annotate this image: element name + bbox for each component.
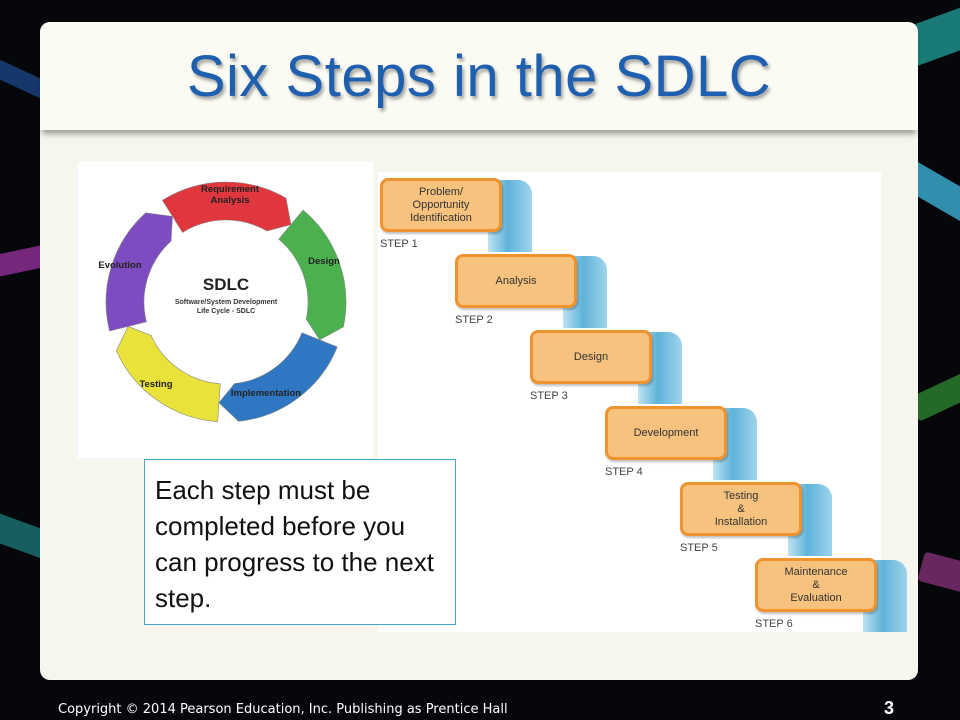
sdlc-cycle-diagram: SDLC Software/System Development Life Cy… <box>98 181 347 423</box>
waterfall-step-box: Design <box>530 330 652 384</box>
waterfall-step-label: STEP 1 <box>380 238 418 250</box>
phase-label-design: Design <box>308 256 340 267</box>
page-number: 3 <box>884 698 895 718</box>
cycle-arrow-segment <box>105 212 173 332</box>
waterfall-step-label: STEP 6 <box>755 618 793 630</box>
title-bar: Six Steps in the SDLC <box>40 22 918 130</box>
phase-label-implementation: Implementation <box>231 388 301 399</box>
slide-title: Six Steps in the SDLC <box>186 43 772 109</box>
phase-label-testing: Testing <box>139 379 172 390</box>
waterfall-step-label: STEP 2 <box>455 314 493 326</box>
phase-label-evolution: Evolution <box>98 260 141 271</box>
sdlc-cycle-image: SDLC Software/System Development Life Cy… <box>78 162 373 458</box>
cycle-arcs <box>105 181 347 423</box>
cycle-center-subtitle-2: Life Cycle - SDLC <box>197 308 255 315</box>
callout-box: Each step must be completed before you c… <box>144 459 456 625</box>
waterfall-step-label: STEP 5 <box>680 542 718 554</box>
background-streak <box>917 551 960 599</box>
cycle-arrow-segment <box>161 181 292 233</box>
waterfall-step-box: Testing & Installation <box>680 482 802 536</box>
waterfall-step-label: STEP 3 <box>530 390 568 402</box>
phase-label-analysis: Analysis <box>210 195 249 206</box>
waterfall-step-box: Analysis <box>455 254 577 308</box>
cycle-arrow-segment <box>278 209 347 341</box>
cycle-arrow-segment <box>116 326 221 423</box>
cycle-center-subtitle-1: Software/System Development <box>175 299 278 306</box>
cycle-arrow-segment <box>218 332 338 422</box>
cycle-center-title: SDLC <box>203 275 249 294</box>
waterfall-step-box: Problem/ Opportunity Identification <box>380 178 502 232</box>
waterfall-step-label: STEP 4 <box>605 466 643 478</box>
phase-label-requirement: Requirement <box>201 184 260 195</box>
waterfall-step-box: Maintenance & Evaluation <box>755 558 877 612</box>
waterfall-step-box: Development <box>605 406 727 460</box>
copyright-footer: Copyright © 2014 Pearson Education, Inc.… <box>58 702 508 717</box>
